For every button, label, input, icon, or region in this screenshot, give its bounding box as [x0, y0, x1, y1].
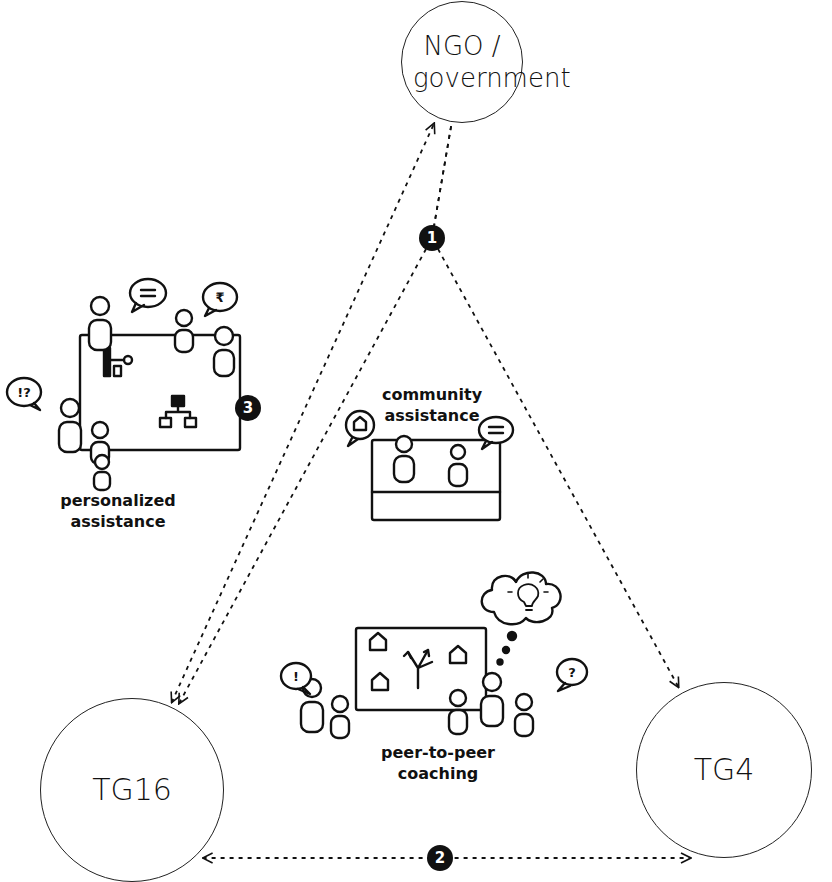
node-label: TG16 — [92, 771, 172, 809]
section-label: community assistance — [362, 385, 502, 427]
peer-illustration — [281, 572, 587, 738]
circle-node: TG16 — [40, 698, 224, 882]
section-label: peer-to-peer coaching — [368, 743, 508, 785]
callout-number: 1 — [419, 225, 445, 251]
personalized-illustration — [7, 279, 240, 490]
circle-node: TG4 — [636, 682, 812, 858]
node-label: TG4 — [694, 751, 755, 789]
speech-text: ₹ — [215, 290, 224, 305]
section-label: personalized assistance — [48, 491, 188, 533]
circle-node: NGO / government — [401, 1, 523, 123]
speech-text: ? — [568, 665, 576, 680]
speech-text: !? — [17, 385, 30, 400]
community-illustration — [346, 411, 513, 520]
node-label: NGO / government — [413, 30, 511, 95]
speech-text: ! — [293, 669, 299, 684]
callout-number: 3 — [235, 395, 261, 421]
callout-number: 2 — [427, 845, 453, 871]
